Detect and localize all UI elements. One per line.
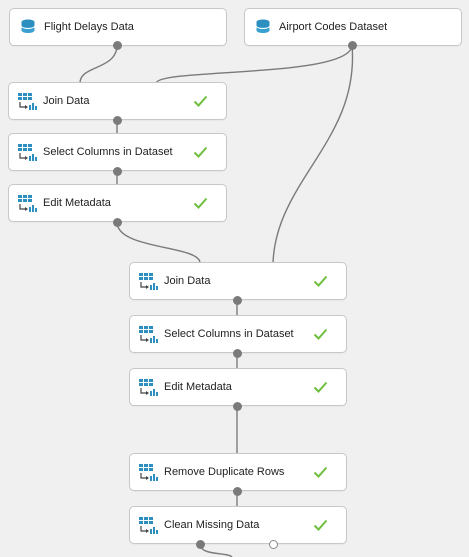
completed-check-icon	[313, 274, 328, 288]
node-join-data-2[interactable]: Join Data	[129, 262, 347, 300]
completed-check-icon	[193, 145, 208, 159]
completed-check-icon	[313, 518, 328, 532]
node-label: Select Columns in Dataset	[164, 328, 294, 340]
output-port[interactable]	[113, 218, 122, 227]
output-port[interactable]	[196, 540, 205, 549]
module-icon	[138, 272, 158, 292]
module-icon	[17, 194, 37, 214]
node-select-columns-1[interactable]: Select Columns in Dataset	[8, 133, 227, 171]
node-clean-missing-data[interactable]: Clean Missing Data	[129, 506, 347, 544]
output-port[interactable]	[113, 41, 122, 50]
connection-flight-to-join1	[79, 44, 118, 84]
output-port[interactable]	[233, 487, 242, 496]
output-port[interactable]	[113, 116, 122, 125]
module-icon	[138, 516, 158, 536]
dataset-icon	[18, 18, 38, 38]
module-icon	[138, 463, 158, 483]
output-port[interactable]	[348, 41, 357, 50]
completed-check-icon	[313, 380, 328, 394]
node-remove-duplicate-rows[interactable]: Remove Duplicate Rows	[129, 453, 347, 491]
module-icon	[138, 325, 158, 345]
module-icon	[17, 92, 37, 112]
node-label: Join Data	[43, 95, 90, 107]
node-label: Airport Codes Dataset	[279, 21, 388, 33]
node-select-columns-2[interactable]: Select Columns in Dataset	[129, 315, 347, 353]
completed-check-icon	[313, 465, 328, 479]
completed-check-icon	[193, 196, 208, 210]
module-icon	[138, 378, 158, 398]
node-label: Remove Duplicate Rows	[164, 466, 285, 478]
node-join-data-1[interactable]: Join Data	[8, 82, 227, 120]
node-flight-delays-data[interactable]: Flight Delays Data	[9, 8, 227, 46]
connection-clean-output	[199, 543, 233, 557]
node-edit-metadata-1[interactable]: Edit Metadata	[8, 184, 227, 222]
output-port[interactable]	[113, 167, 122, 176]
output-port-unconnected[interactable]	[269, 540, 278, 549]
node-label: Clean Missing Data	[164, 519, 260, 531]
completed-check-icon	[193, 94, 208, 108]
output-port[interactable]	[233, 349, 242, 358]
connection-airport-to-join1	[155, 44, 353, 84]
node-label: Flight Delays Data	[44, 21, 134, 33]
node-label: Select Columns in Dataset	[43, 146, 173, 158]
connection-edit1-to-join2	[116, 221, 201, 264]
output-port[interactable]	[233, 296, 242, 305]
completed-check-icon	[313, 327, 328, 341]
module-icon	[17, 143, 37, 163]
node-edit-metadata-2[interactable]: Edit Metadata	[129, 368, 347, 406]
node-label: Edit Metadata	[164, 381, 232, 393]
node-label: Edit Metadata	[43, 197, 111, 209]
connection-airport-to-join2	[272, 44, 354, 264]
dataset-icon	[253, 18, 273, 38]
output-port[interactable]	[233, 402, 242, 411]
node-label: Join Data	[164, 275, 211, 287]
